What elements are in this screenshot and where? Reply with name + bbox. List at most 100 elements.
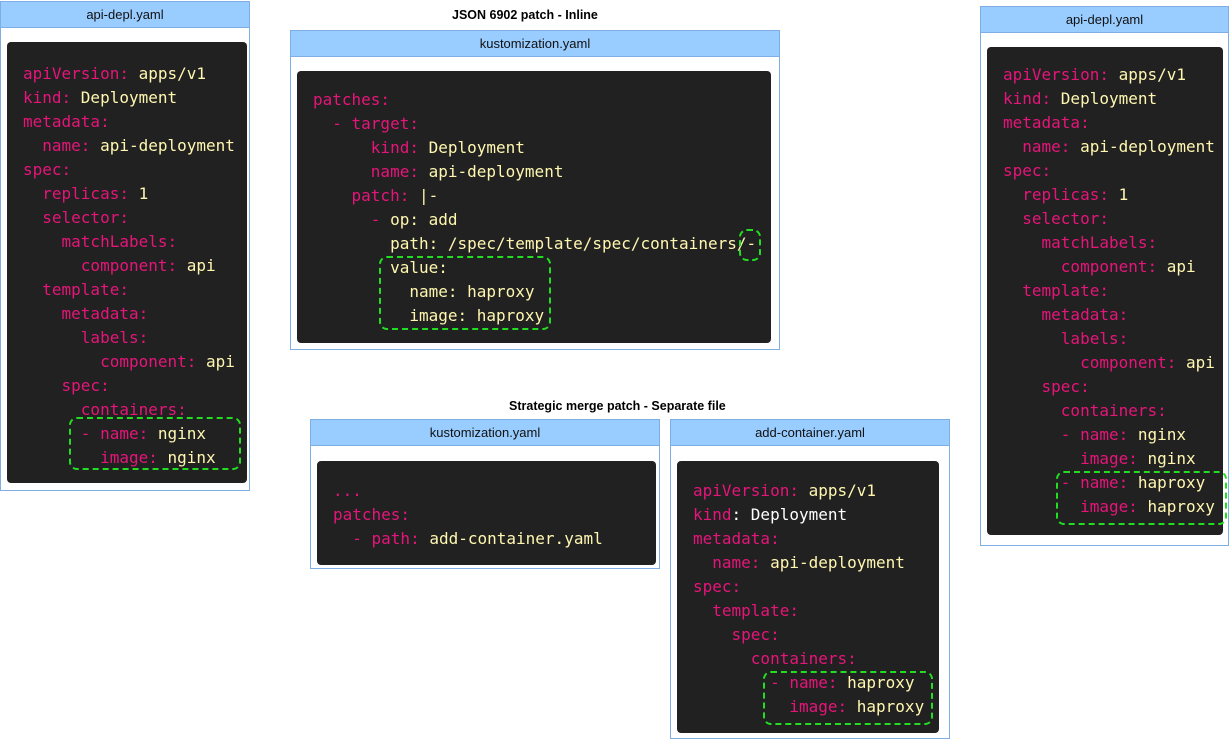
code-token: : Deployment	[731, 505, 848, 524]
code-line: spec:	[693, 575, 939, 599]
code-token: api	[206, 352, 235, 371]
code-line: apiVersion: apps/v1	[1003, 63, 1223, 87]
code-token: matchLabels:	[23, 232, 178, 251]
code-token: metadata:	[1003, 113, 1090, 132]
code-token: apiVersion:	[1003, 65, 1119, 84]
code-line: template:	[1003, 279, 1223, 303]
code-token: image:	[1003, 449, 1148, 468]
code-token: kind:	[23, 88, 81, 107]
code-line: spec:	[1003, 375, 1223, 399]
code-token: spec:	[23, 376, 110, 395]
code-block: patches: - target: kind: Deployment name…	[297, 71, 771, 343]
code-line: component: api	[1003, 351, 1223, 375]
code-token: api-deployment	[100, 136, 235, 155]
code-token: nginx	[1137, 425, 1187, 444]
code-line: metadata:	[23, 302, 247, 326]
code-line: image: haproxy	[313, 304, 771, 328]
code-token: apiVersion:	[693, 481, 809, 500]
code-token: spec:	[1003, 377, 1090, 396]
code-token: metadata:	[693, 529, 780, 548]
code-line: value:	[313, 256, 771, 280]
separate-kustomization-card: kustomization.yaml ...patches: - path: a…	[310, 419, 660, 569]
code-token: component:	[1003, 353, 1187, 372]
code-line: kind: Deployment	[1003, 87, 1223, 111]
code-token: - path:	[333, 529, 430, 548]
code-line: spec:	[23, 374, 247, 398]
code-token: - name:	[1003, 425, 1138, 444]
code-token: kind:	[1003, 89, 1061, 108]
code-token: image:	[1003, 497, 1148, 516]
code-token: haproxy	[847, 673, 915, 692]
code-token: apps/v1	[808, 481, 877, 500]
code-token: spec:	[23, 160, 72, 179]
code-token: Deployment	[428, 138, 525, 157]
code-line: labels:	[1003, 327, 1223, 351]
code-token: spec:	[693, 625, 780, 644]
code-line: containers:	[1003, 399, 1223, 423]
code-line: image: nginx	[1003, 447, 1223, 471]
code-line: image: haproxy	[693, 695, 939, 719]
code-line: name: api-deployment	[1003, 135, 1223, 159]
code-token: - name:	[23, 424, 158, 443]
code-token: containers:	[693, 649, 857, 668]
code-token: spec:	[1003, 161, 1052, 180]
code-line: - path: add-container.yaml	[333, 527, 656, 551]
code-line: metadata:	[1003, 303, 1223, 327]
code-token: api-deployment	[1080, 137, 1215, 156]
code-line: name: api-deployment	[23, 134, 247, 158]
code-token: apps/v1	[1118, 65, 1187, 84]
code-token: labels:	[23, 328, 149, 347]
code-token: containers:	[1003, 401, 1167, 420]
code-token: haproxy	[1147, 497, 1215, 516]
code-token: 1	[138, 184, 149, 203]
code-token: - name:	[693, 673, 848, 692]
code-token: metadata:	[1003, 305, 1129, 324]
code-line: image: nginx	[23, 446, 247, 470]
code-block: ...patches: - path: add-container.yaml	[317, 461, 656, 565]
code-line: patches:	[313, 88, 771, 112]
code-line: metadata:	[693, 527, 939, 551]
code-line: image: haproxy	[1003, 495, 1223, 519]
code-line: metadata:	[23, 110, 247, 134]
code-line: containers:	[693, 647, 939, 671]
code-token: name:	[693, 553, 771, 572]
code-token: component:	[23, 352, 207, 371]
code-token: - name:	[1003, 473, 1138, 492]
code-token: patches:	[333, 505, 411, 524]
code-token: component:	[23, 256, 187, 275]
highlight-haproxy-container	[763, 671, 933, 725]
code-block: apiVersion: apps/v1 kind: Deployment metad…	[677, 461, 939, 733]
code-line: name: api-deployment	[693, 551, 939, 575]
code-line: kind: Deployment	[313, 136, 771, 160]
code-token: image:	[23, 448, 168, 467]
code-token: metadata:	[23, 304, 149, 323]
code-token: api	[1166, 257, 1196, 276]
code-token: api-deployment	[428, 162, 564, 181]
code-line: name: haproxy	[313, 280, 771, 304]
code-line: spec:	[1003, 159, 1223, 183]
code-token: apps/v1	[138, 64, 207, 83]
code-line: - target:	[313, 112, 771, 136]
code-token: add-container.yaml	[429, 529, 603, 548]
code-line: - name: nginx	[23, 422, 247, 446]
code-line: template:	[23, 278, 247, 302]
code-line: metadata:	[1003, 111, 1223, 135]
code-token: 1	[1118, 185, 1129, 204]
code-token: selector:	[1003, 209, 1109, 228]
code-token: selector:	[23, 208, 129, 227]
code-token: |-	[418, 186, 439, 205]
code-token: value:	[313, 258, 448, 277]
code-token: kind:	[313, 138, 429, 157]
code-token: patch:	[313, 186, 419, 205]
section-title-separate: Strategic merge patch - Separate file	[509, 399, 726, 413]
code-token: name:	[1003, 137, 1081, 156]
code-line: selector:	[23, 206, 247, 230]
code-line: spec:	[23, 158, 247, 182]
code-token: nginx	[167, 448, 216, 467]
highlight-path-dash	[739, 229, 761, 261]
code-line: replicas: 1	[23, 182, 247, 206]
code-line: kind: Deployment	[693, 503, 939, 527]
